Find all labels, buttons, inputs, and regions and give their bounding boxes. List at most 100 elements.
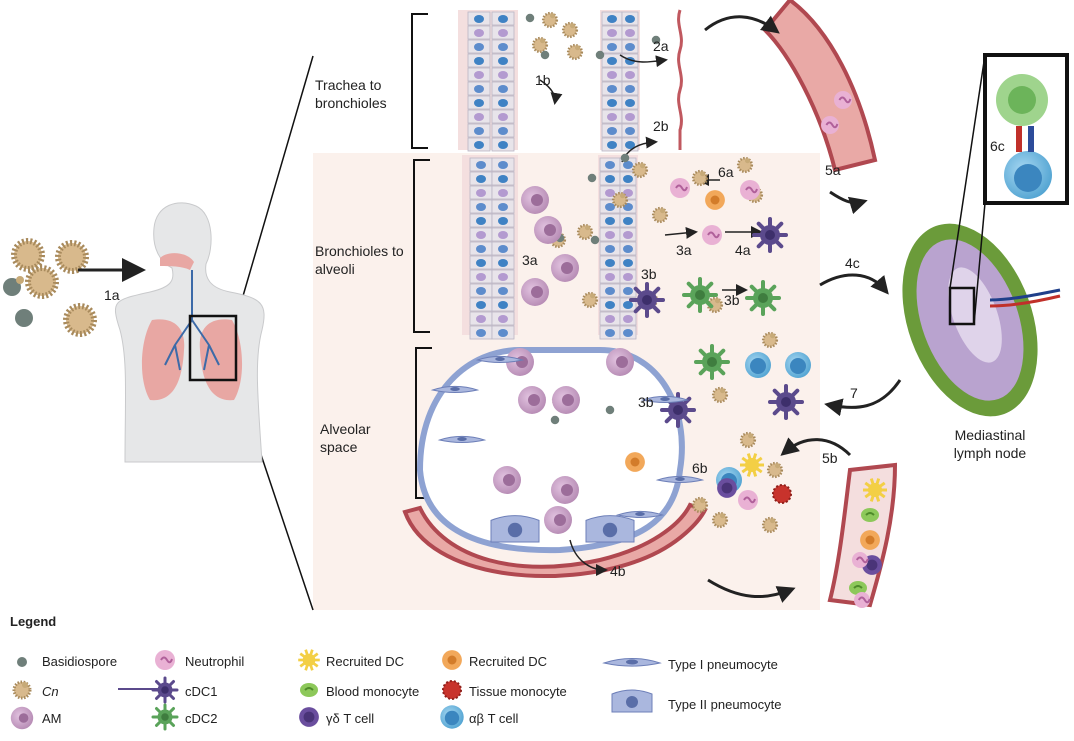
epithelial-cell [601, 109, 623, 124]
type1-cell [655, 475, 705, 483]
epithelial-cell [491, 67, 515, 82]
lymph-zoom-box [948, 286, 976, 326]
epithelial-cell [491, 109, 515, 124]
type2-cell [490, 515, 540, 543]
legend-cdc1: cDC1 [185, 684, 218, 699]
am-cell [551, 476, 579, 504]
epithelial-cell [469, 297, 493, 312]
rec_dc_yellow-cell [298, 649, 320, 671]
epithelial-cell [469, 255, 493, 270]
epithelial-cell [491, 325, 515, 340]
type2-cell [585, 515, 635, 543]
rec_dc_yellow-cell [863, 478, 887, 502]
arrow-1b [539, 79, 563, 105]
cdc1-cell [629, 282, 665, 318]
cn-cell [736, 156, 754, 174]
step-1a: 1a [104, 287, 120, 303]
step-4b: 4b [610, 563, 626, 579]
legend-icons [10, 649, 662, 731]
human-body-figure [115, 202, 265, 463]
epithelial-cell [491, 25, 515, 40]
legend-am: AM [42, 711, 62, 726]
cn-cell [566, 43, 584, 61]
epithelial-cell [491, 137, 515, 152]
ab_t-cell [745, 352, 771, 378]
epithelial-cell [469, 227, 493, 242]
epithelial-cell [599, 255, 621, 270]
step-2a: 2a [653, 38, 669, 54]
wavy-membrane [677, 9, 683, 150]
zoom-line-top [235, 55, 314, 321]
step-6b: 6b [692, 460, 708, 476]
neutrophil-cell [155, 650, 175, 670]
legend-ab-t-cell: αβ T cell [469, 711, 519, 726]
step-3b-alveolar: 3b [638, 394, 654, 410]
epithelial-cell [491, 199, 515, 214]
epithelial-cell [621, 39, 639, 54]
epithelial-cell [619, 311, 637, 326]
region-label-lymph-node: Mediastinal lymph node [953, 427, 1027, 461]
tissue_mono-cell [772, 484, 792, 504]
epithelial-cell [467, 39, 491, 54]
cdc2-cell [694, 344, 730, 380]
cn-cell [561, 21, 579, 39]
spore-cell [17, 657, 27, 667]
epithelial-cell [619, 269, 637, 284]
epithelial-cell [601, 95, 623, 110]
neutrophil-cell [821, 116, 839, 134]
region-label-bronchioles: Bronchioles to alveoli [315, 243, 404, 277]
blood_mono-cell [300, 683, 318, 697]
epithelial-cell [467, 53, 491, 68]
step-3b-left: 3b [641, 266, 657, 282]
legend-cn: Cn [42, 684, 59, 699]
gd_t-cell [717, 478, 737, 498]
cn-cell [611, 191, 629, 209]
region-label-alveolar: Alveolar space [320, 421, 371, 455]
blood_mono-cell [861, 508, 879, 522]
epithelial-cell [621, 109, 639, 124]
epithelial-cell [619, 325, 637, 340]
rec_dc_orange-cell [625, 452, 645, 472]
epithelial-cell [491, 39, 515, 54]
legend-type2-pneumocyte: Type II pneumocyte [668, 697, 782, 712]
epithelial-cell [491, 297, 515, 312]
cn-cell [631, 161, 649, 179]
cn-cell [691, 169, 709, 187]
cn-cell [711, 386, 729, 404]
epithelial-cell [491, 11, 515, 26]
cn-cell [531, 36, 549, 54]
cn-cell [761, 331, 779, 349]
epithelial-cell [621, 11, 639, 26]
ab_t-cell [785, 352, 811, 378]
epithelial-cells [467, 11, 639, 340]
cn-cell [12, 680, 32, 700]
step-6a: 6a [718, 164, 734, 180]
type1-cell [430, 385, 480, 393]
epithelial-cell [491, 81, 515, 96]
neutrophil-cell [834, 91, 852, 109]
epithelial-cell [469, 325, 493, 340]
am-cell [518, 386, 546, 414]
epithelial-cell [599, 325, 621, 340]
legend-blood-monocyte: Blood monocyte [326, 684, 420, 699]
legend-gd-t-cell: γδ T cell [326, 711, 375, 726]
am-cell [544, 506, 572, 534]
blood-vessel-upper [762, 0, 878, 173]
epithelial-cell [599, 157, 621, 172]
epithelial-cell [469, 213, 493, 228]
neutrophil-cell [740, 180, 760, 200]
epithelial-cell [599, 213, 621, 228]
cn-cell [541, 11, 559, 29]
type1-cell [602, 658, 662, 667]
epithelial-cell [601, 25, 623, 40]
epithelial-cell [619, 255, 637, 270]
epithelial-cell [491, 255, 515, 270]
step-5a: 5a [825, 162, 841, 178]
epithelial-cell [619, 283, 637, 298]
epithelial-cell [599, 269, 621, 284]
neutrophil-cell [702, 225, 722, 245]
arrow-4b [569, 539, 608, 576]
ab_t-cell [440, 705, 464, 729]
blood_mono-cell [849, 581, 867, 595]
